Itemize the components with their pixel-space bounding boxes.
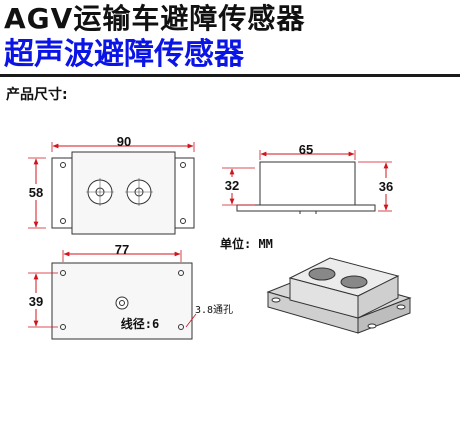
dim-top-width: 90	[117, 134, 131, 149]
product-title: AGV运输车避障传感器	[4, 2, 306, 35]
side-view: 65 32 36	[220, 142, 398, 214]
section-label: 产品尺寸:	[6, 87, 68, 103]
isometric-view	[266, 257, 412, 334]
product-subtitle: 超声波避障传感器	[4, 37, 244, 72]
through-hole-label: 3.8通孔	[195, 304, 233, 316]
dim-hole-spacing-y: 39	[29, 294, 43, 309]
dim-hole-spacing-x: 77	[115, 242, 129, 257]
dim-side-width: 65	[299, 142, 313, 157]
title-divider	[0, 74, 460, 77]
top-view: 90 58	[24, 134, 195, 235]
unit-label: 单位: MM	[220, 237, 273, 251]
cable-diameter-label: 线径:6	[121, 316, 159, 331]
bottom-view: 77 39 线径:6 3.8通孔	[24, 242, 233, 340]
dim-top-height: 58	[29, 185, 43, 200]
dim-side-left-height: 32	[225, 178, 239, 193]
dim-side-right-height: 36	[379, 179, 393, 194]
